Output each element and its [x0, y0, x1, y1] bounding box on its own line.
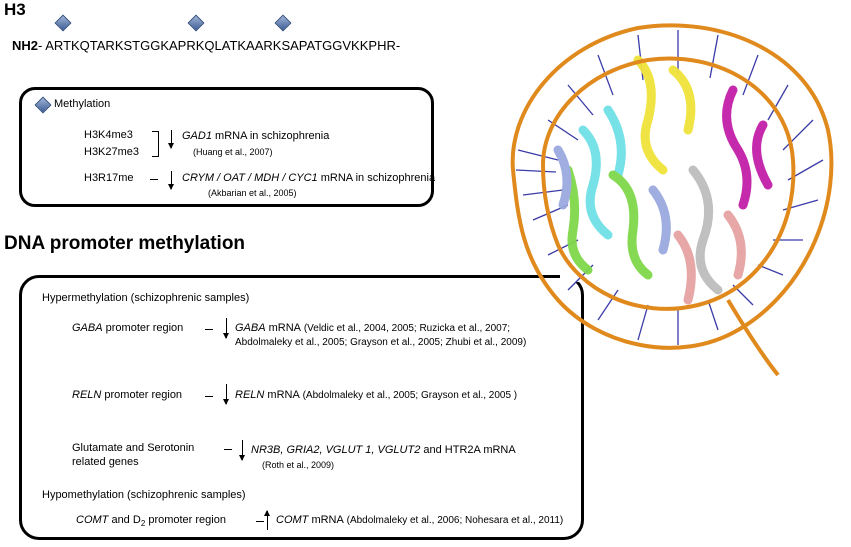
- section-title: DNA promoter methylation: [4, 233, 246, 254]
- gene-effect: COMT mRNA (Abdolmaleky et al., 2006; Noh…: [276, 514, 564, 526]
- down-arrow-icon: [168, 130, 174, 149]
- up-arrow-icon: [264, 510, 270, 530]
- dash: [224, 449, 232, 450]
- gene-effect: NR3B, GRIA2, VGLUT 1, VGLUT2 and HTR2A m…: [251, 444, 516, 456]
- down-arrow-icon: [223, 384, 229, 405]
- down-arrow-icon: [239, 440, 245, 461]
- sequence-prefix: NH2: [12, 38, 39, 53]
- reference: Abdolmaleky et al., 2005; Grayson et al.…: [235, 337, 527, 348]
- sequence-residues: - ARTKQTARKSTGGKAPRKQLATKAARKSAPATGGVKKP…: [38, 38, 401, 53]
- methylation-site-icon: [274, 14, 292, 32]
- dash: [256, 521, 264, 522]
- gene-effect: CRYM / OAT / MDH / CYC1 mRNA in schizoph…: [182, 172, 436, 184]
- reference: (Roth et al., 2009): [262, 460, 335, 470]
- gene-effect: GABA mRNA (Veldic et al., 2004, 2005; Ru…: [235, 322, 511, 334]
- histone-mark: H3K27me3: [84, 146, 140, 158]
- promoter-box: [19, 275, 584, 540]
- histone-mark: H3K4me3: [84, 129, 133, 141]
- methylation-box-title: Methylation: [54, 98, 111, 110]
- gene-effect: RELN mRNA (Abdolmaleky et al., 2005; Gra…: [235, 389, 518, 401]
- histone-core: [553, 55, 773, 305]
- dna-bases: [515, 30, 824, 345]
- hyper-title: Hypermethylation (schizophrenic samples): [42, 292, 250, 304]
- dash: [150, 179, 158, 180]
- histone-mark: H3R17me: [84, 172, 134, 184]
- down-arrow-icon: [168, 171, 174, 190]
- methylation-site-icon: [54, 14, 72, 32]
- gene-effect: GAD1 mRNA in schizophrenia: [182, 130, 330, 142]
- dash: [205, 396, 213, 397]
- promoter-region: RELN promoter region: [72, 389, 183, 401]
- nucleosome-structure-image: [510, 23, 834, 377]
- promoter-region: related genes: [72, 456, 139, 468]
- methylation-site-icon: [187, 14, 205, 32]
- dna-backbone: [510, 23, 834, 377]
- mark-bracket: [152, 131, 159, 157]
- methylation-box: [19, 87, 434, 207]
- reference: (Huang et al., 2007): [193, 147, 273, 157]
- histone-sequence: NH2- ARTKQTARKSTGGKAPRKQLATKAARKSAPATGGV…: [12, 38, 400, 53]
- histone-title: H3: [4, 0, 26, 19]
- down-arrow-icon: [223, 318, 229, 339]
- dash: [205, 329, 213, 330]
- reference: (Akbarian et al., 2005): [208, 188, 297, 198]
- promoter-region: COMT and D2 promoter region: [76, 514, 226, 529]
- hypo-title: Hypomethylation (schizophrenic samples): [42, 489, 246, 501]
- promoter-region: GABA promoter region: [72, 322, 184, 334]
- promoter-region: Glutamate and Serotonin: [72, 442, 195, 454]
